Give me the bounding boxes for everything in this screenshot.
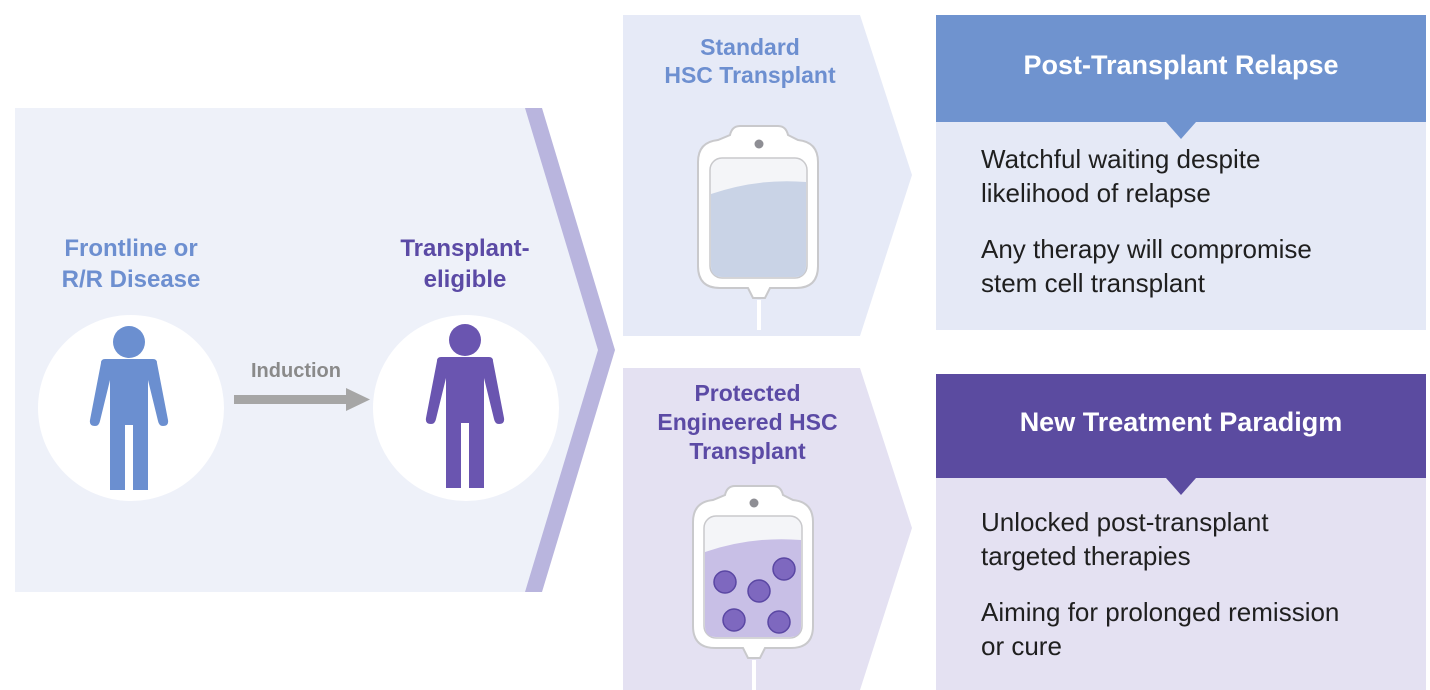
induction-arrow-head <box>346 388 370 411</box>
standard-hsc-title: Standard HSC Transplant <box>664 34 836 88</box>
person-purple-icon <box>425 324 505 488</box>
standard-outcome-body <box>936 120 1426 330</box>
standard-bullet-1: Watchful waiting despite likelihood of r… <box>981 144 1261 208</box>
engineered-cell-icons <box>713 557 796 634</box>
iv-bag-protected-icon <box>692 485 814 690</box>
induction-arrow-shaft <box>234 395 350 404</box>
protected-hsc-title: Protected Engineered HSC Transplant <box>657 380 838 464</box>
iv-bag-standard-icon <box>697 125 819 330</box>
standard-outcome-pointer <box>1166 122 1196 139</box>
standard-bullet-2: Any therapy will compromise stem cell tr… <box>981 234 1312 298</box>
frontline-label: Frontline or R/R Disease <box>61 235 201 293</box>
protected-outcome-bar <box>936 374 1426 478</box>
protected-outcome-body <box>936 477 1426 690</box>
standard-outcome-title: Post-Transplant Relapse <box>1023 50 1339 80</box>
standard-outcome-bar <box>936 15 1426 122</box>
person-blue-icon <box>89 326 169 490</box>
protected-outcome-title: New Treatment Paradigm <box>1019 407 1343 437</box>
protected-outcome-pointer <box>1166 478 1196 495</box>
protected-bullet-2: Aiming for prolonged remission or cure <box>981 597 1340 661</box>
protected-bullet-1: Unlocked post-transplant targeted therap… <box>981 507 1269 571</box>
transplant-eligible-label: Transplant- eligible <box>400 235 530 293</box>
induction-label: Induction <box>251 360 341 382</box>
left-panel-chevron-edge <box>525 108 615 592</box>
